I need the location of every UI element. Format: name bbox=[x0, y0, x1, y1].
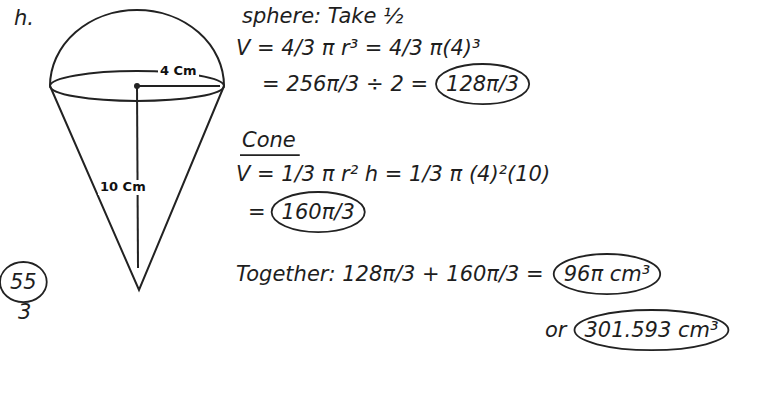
handwritten-work: V = 4/3 π r³ = 4/3 π(4)³ bbox=[236, 36, 480, 60]
circled-answer: 160π/3 bbox=[282, 200, 355, 224]
circled-answer: 55 bbox=[10, 270, 37, 294]
radius-line bbox=[137, 85, 220, 87]
handwritten-work: or bbox=[545, 318, 566, 342]
answer-circle bbox=[436, 64, 529, 104]
answer-circle bbox=[554, 254, 660, 294]
handwritten-work: sphere: Take ½ bbox=[242, 4, 403, 28]
handwritten-work: 3 bbox=[18, 300, 31, 324]
underline bbox=[240, 154, 300, 156]
handwritten-work: h. bbox=[14, 6, 34, 30]
circled-answer: 128π/3 bbox=[446, 72, 519, 96]
answer-circle bbox=[272, 192, 365, 232]
handwritten-work: Cone bbox=[242, 128, 296, 152]
answer-circle bbox=[0, 262, 47, 302]
cone-outline bbox=[50, 86, 224, 290]
handwritten-work: = 256π/3 ÷ 2 = bbox=[262, 72, 428, 96]
dimension-label: 4 Cm bbox=[158, 64, 199, 79]
handwritten-work: = bbox=[248, 200, 266, 224]
circled-answer: 96π cm³ bbox=[564, 262, 650, 286]
height-line bbox=[137, 86, 138, 268]
answer-circle bbox=[574, 310, 728, 350]
dimension-label: 10 Cm bbox=[98, 180, 148, 195]
handwritten-work: V = 1/3 π r² h = 1/3 π (4)²(10) bbox=[236, 162, 550, 186]
handwritten-work: Together: 128π/3 + 160π/3 = bbox=[236, 262, 544, 286]
circled-answer: 301.593 cm³ bbox=[584, 318, 718, 342]
